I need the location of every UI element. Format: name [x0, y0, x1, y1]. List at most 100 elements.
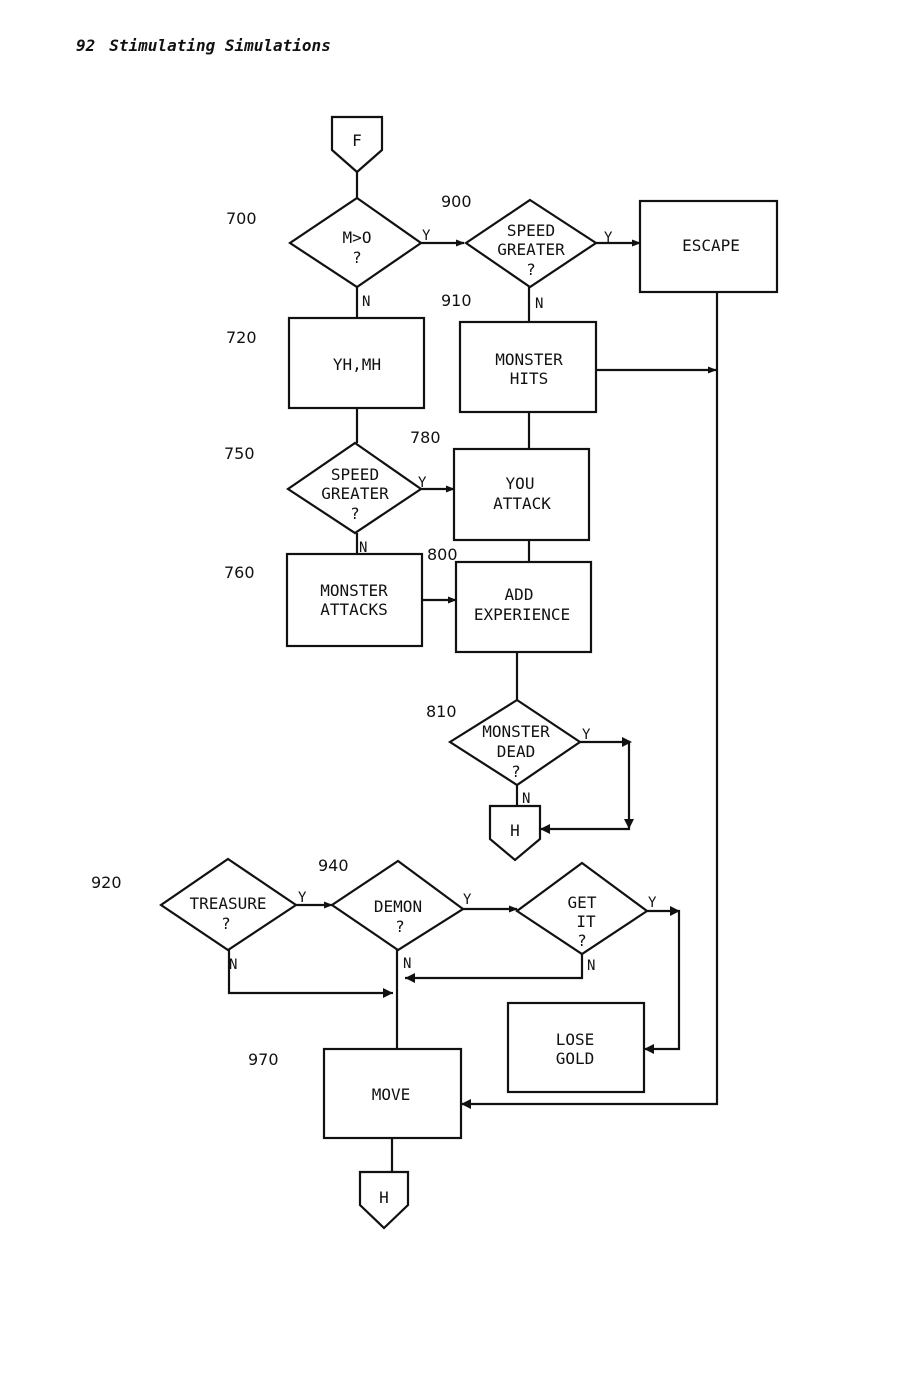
- decision-get-it: [515, 861, 649, 956]
- page-header: 92 Stimulating Simulations: [76, 36, 331, 55]
- label-800: ADD EXPERIENCE: [474, 585, 570, 624]
- label-780-line-1: YOU: [506, 474, 535, 493]
- line-920-no-to-move: [227, 950, 393, 995]
- decision-810: [447, 698, 582, 787]
- label-720: YH,MH: [333, 355, 381, 374]
- decision-920: [159, 857, 298, 952]
- connector-h-lower-letter: H: [379, 1188, 389, 1207]
- label-920: TREASURE ?: [189, 894, 266, 933]
- label-920-line-1: TREASURE: [189, 894, 266, 913]
- label-escape-line-1: ESCAPE: [682, 236, 740, 255]
- arrowhead-into-move: [461, 1099, 471, 1109]
- step-number-800: 800: [427, 545, 458, 564]
- connector-f-letter: F: [352, 131, 362, 150]
- label-760-line-2: ATTACKS: [320, 600, 387, 619]
- label-get-it: GET IT ?: [568, 893, 597, 950]
- process-970: [322, 1047, 463, 1140]
- label-900: SPEED GREATER ?: [497, 221, 565, 279]
- line-get-it-yes-to-lose-gold: [644, 909, 681, 1051]
- arrowhead-get-it-no: [405, 973, 415, 983]
- step-number-720: 720: [226, 328, 257, 347]
- running-title: Stimulating Simulations: [109, 36, 331, 55]
- label-lose-gold: LOSE GOLD: [556, 1030, 595, 1068]
- branch-920-no: N: [229, 957, 237, 973]
- process-720: [287, 316, 426, 410]
- label-780-line-2: ATTACK: [493, 494, 551, 513]
- label-700-line-1: M>O: [343, 228, 372, 247]
- page-number: 92: [76, 36, 96, 55]
- step-number-760: 760: [224, 563, 255, 582]
- label-810: MONSTER DEAD ?: [482, 722, 550, 781]
- label-910-line-1: MONSTER: [495, 350, 563, 369]
- label-750: SPEED GREATER ?: [321, 465, 389, 523]
- branch-810-yes: Y: [582, 727, 591, 743]
- label-750-line-1: SPEED: [331, 465, 379, 484]
- label-810-line-2: DEAD: [497, 742, 536, 761]
- process-escape: [638, 199, 779, 294]
- label-940: DEMON ?: [374, 897, 422, 936]
- line-escape-to-move: [461, 292, 719, 1106]
- branch-750-yes: Y: [418, 475, 427, 491]
- label-940-line-2: ?: [395, 917, 405, 936]
- label-700-line-2: ?: [352, 248, 362, 267]
- label-750-line-2: GREATER: [321, 484, 389, 503]
- connector-h-lower: [358, 1170, 410, 1230]
- label-800-line-1: ADD: [505, 585, 534, 604]
- label-920-line-2: ?: [221, 914, 231, 933]
- step-number-780: 780: [410, 428, 441, 447]
- branch-get-it-no: N: [587, 958, 595, 974]
- label-700: M>O ?: [343, 228, 372, 267]
- label-780: YOU ATTACK: [493, 474, 551, 513]
- arrowhead-into-lose-gold: [644, 1044, 654, 1054]
- label-lose-gold-line-2: GOLD: [556, 1049, 595, 1068]
- step-number-900: 900: [441, 192, 472, 211]
- label-800-line-2: EXPERIENCE: [474, 605, 570, 624]
- branch-700-yes: Y: [422, 228, 431, 244]
- process-780: [452, 447, 591, 542]
- branch-940-no: N: [403, 956, 411, 972]
- label-get-it-line-1: GET: [568, 893, 597, 912]
- branch-get-it-yes: Y: [648, 895, 657, 911]
- step-number-920: 920: [91, 873, 122, 892]
- flow-lines: [227, 172, 719, 1172]
- decision-700: [288, 196, 423, 289]
- branch-900-yes: Y: [604, 230, 613, 246]
- decision-940: [330, 859, 465, 952]
- step-number-750: 750: [224, 444, 255, 463]
- label-get-it-line-3: ?: [577, 931, 587, 950]
- process-760: [285, 552, 424, 648]
- line-get-it-no: [405, 954, 584, 980]
- label-970-line-1: MOVE: [372, 1085, 411, 1104]
- label-760: MONSTER ATTACKS: [320, 581, 388, 619]
- process-910: [458, 320, 598, 414]
- arrowhead-810-yes-down: [624, 819, 634, 829]
- connector-h-upper: [488, 804, 542, 862]
- decision-900: [464, 198, 598, 289]
- line-810-yes-to-h: [540, 740, 631, 831]
- label-escape: ESCAPE: [682, 236, 740, 255]
- label-get-it-line-2: IT: [576, 912, 596, 931]
- step-number-970: 970: [248, 1050, 279, 1069]
- label-940-line-1: DEMON: [374, 897, 422, 916]
- label-900-line-3: ?: [526, 260, 536, 279]
- arrowhead-810-into-h: [540, 824, 550, 834]
- step-number-910: 910: [441, 291, 472, 310]
- arrowhead-get-it-yes: [670, 906, 680, 916]
- connector-h-upper-letter: H: [510, 821, 520, 840]
- step-number-940: 940: [318, 856, 349, 875]
- label-970: MOVE: [372, 1085, 411, 1104]
- branch-940-yes: Y: [463, 892, 472, 908]
- process-lose-gold: [506, 1001, 646, 1094]
- label-810-line-1: MONSTER: [482, 722, 550, 741]
- branch-700-no: N: [362, 294, 370, 310]
- process-800: [454, 560, 593, 654]
- label-750-line-3: ?: [350, 504, 360, 523]
- label-910-line-2: HITS: [510, 369, 549, 388]
- step-number-810: 810: [426, 702, 457, 721]
- label-720-line-1: YH,MH: [333, 355, 381, 374]
- arrowhead-920-no: [383, 988, 393, 998]
- branch-900-no: N: [535, 296, 543, 312]
- label-910: MONSTER HITS: [495, 350, 563, 388]
